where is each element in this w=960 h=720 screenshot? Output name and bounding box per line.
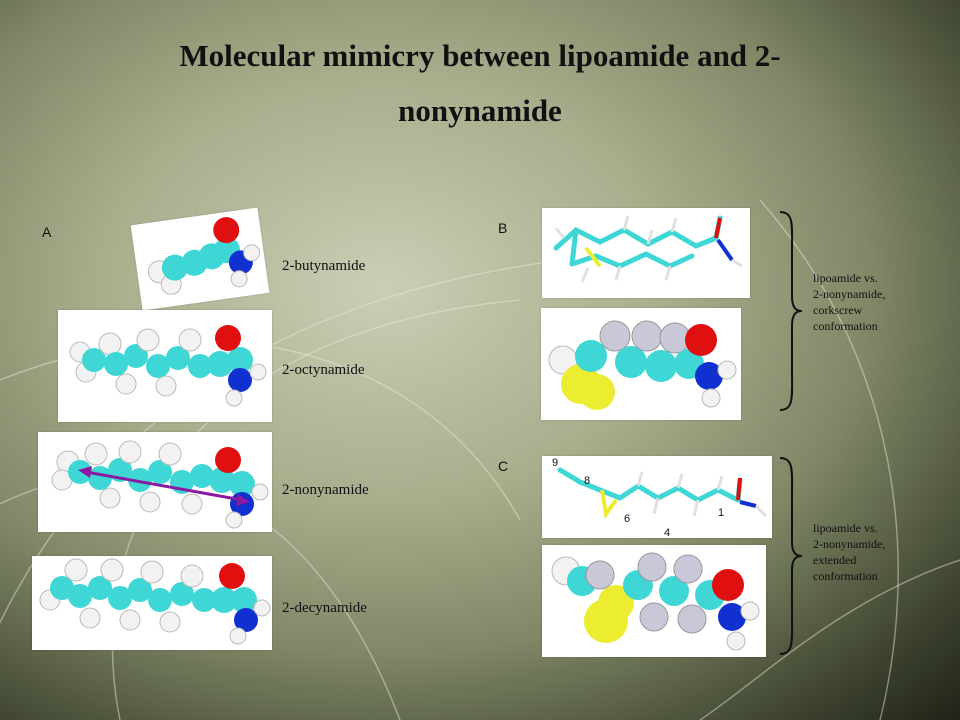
note-corkscrew-line4: conformation: [813, 319, 878, 333]
note-extended-line2: 2-nonynamide,: [813, 537, 886, 551]
atom-number-4: 4: [664, 527, 670, 538]
molecule-nonynamide-image: [38, 432, 272, 532]
stick-model-extended-image: 9 8 6 4 1: [542, 456, 772, 538]
atom-number-9: 9: [552, 457, 558, 469]
molecule-decynamide-image: [32, 556, 272, 650]
label-butynamide: 2-butynamide: [282, 258, 366, 274]
note-corkscrew-line3: corkscrew: [813, 303, 863, 317]
label-nonynamide: 2-nonynamide: [282, 482, 369, 498]
note-extended-line1: lipoamide vs.: [813, 521, 878, 535]
note-corkscrew-line2: 2-nonynamide,: [813, 287, 886, 301]
molecule-octynamide-image: [58, 310, 272, 422]
note-extended-line3: extended: [813, 553, 857, 567]
note-corkscrew: lipoamide vs. 2-nonynamide, corkscrew co…: [813, 270, 923, 334]
stick-model-corkscrew-image: [542, 208, 750, 298]
panel-b-letter: B: [498, 220, 508, 236]
slide-title-line1: Molecular mimicry between lipoamide and …: [179, 38, 781, 73]
panel-a-letter: A: [42, 224, 52, 240]
slide-title-line2: nonynamide: [398, 93, 562, 128]
length-arrow: [85, 470, 243, 502]
atom-number-8: 8: [584, 475, 590, 487]
atom-number-6: 6: [624, 513, 630, 525]
note-extended: lipoamide vs. 2-nonynamide, extended con…: [813, 520, 923, 584]
space-fill-extended-image: [542, 545, 766, 657]
label-decynamide: 2-decynamide: [282, 600, 367, 616]
space-fill-corkscrew-image: [541, 308, 741, 420]
note-corkscrew-line1: lipoamide vs.: [813, 271, 878, 285]
panel-c-letter: C: [498, 458, 509, 474]
label-octynamide: 2-octynamide: [282, 362, 365, 378]
atom-number-1: 1: [718, 507, 724, 519]
brace-c: [779, 457, 803, 655]
brace-b: [779, 211, 803, 411]
slide-title: Molecular mimicry between lipoamide and …: [60, 28, 900, 138]
note-extended-line4: conformation: [813, 569, 878, 583]
molecule-butynamide-image: [130, 207, 270, 311]
